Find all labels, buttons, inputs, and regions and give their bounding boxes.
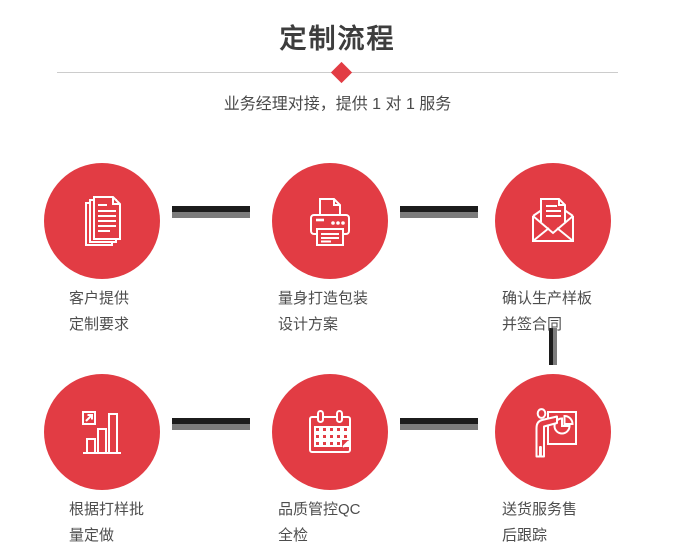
step-6-circle — [495, 374, 611, 490]
step-1-label-line1: 客户提供 — [69, 290, 130, 307]
step-1-label: 客户提供 定制要求 — [69, 286, 214, 338]
step-4-label-line1: 根据打样批 — [69, 501, 145, 518]
diamond-icon — [330, 61, 353, 84]
page-title: 定制流程 — [279, 24, 396, 54]
step-3-label-line2: 并签合同 — [502, 316, 563, 333]
step-5-label: 品质管控QC 全检 — [278, 497, 442, 549]
step-3-circle — [495, 163, 611, 279]
step-4-circle — [44, 374, 160, 490]
step-2-label-line2: 设计方案 — [278, 316, 339, 333]
calendar-icon — [298, 400, 362, 464]
step-4: 根据打样批 量定做 — [44, 374, 214, 549]
connector-step3-step6 — [549, 328, 557, 365]
connector-step1-step2 — [172, 206, 250, 218]
page-subtitle: 业务经理对接，提供 1 对 1 服务 — [223, 96, 452, 113]
bar-chart-icon — [70, 400, 134, 464]
documents-icon — [70, 189, 134, 253]
step-1-circle — [44, 163, 160, 279]
step-5-circle — [272, 374, 388, 490]
step-3: 确认生产样板 并签合同 — [495, 163, 665, 338]
step-2-circle — [272, 163, 388, 279]
step-5-label-line2: 全检 — [278, 527, 309, 544]
step-6-label-line2: 后跟踪 — [502, 527, 548, 544]
step-2-label: 量身打造包装 设计方案 — [278, 286, 442, 338]
step-4-label: 根据打样批 量定做 — [69, 497, 214, 549]
printer-icon — [298, 189, 362, 253]
connector-step5-step6 — [400, 418, 478, 430]
step-5: 品质管控QC 全检 — [272, 374, 442, 549]
step-2: 量身打造包装 设计方案 — [272, 163, 442, 338]
step-1-label-line2: 定制要求 — [69, 316, 130, 333]
presentation-icon — [521, 400, 585, 464]
step-6-label: 送货服务售 后跟踪 — [502, 497, 665, 549]
step-3-label: 确认生产样板 并签合同 — [502, 286, 665, 338]
connector-step4-step5 — [172, 418, 250, 430]
step-5-label-line1: 品质管控QC — [278, 501, 361, 518]
step-4-label-line2: 量定做 — [69, 527, 115, 544]
connector-step2-step3 — [400, 206, 478, 218]
step-6: 送货服务售 后跟踪 — [495, 374, 665, 549]
step-3-label-line1: 确认生产样板 — [502, 290, 593, 307]
envelope-icon — [521, 189, 585, 253]
step-6-label-line1: 送货服务售 — [502, 501, 578, 518]
step-1: 客户提供 定制要求 — [44, 163, 214, 338]
step-2-label-line1: 量身打造包装 — [278, 290, 369, 307]
